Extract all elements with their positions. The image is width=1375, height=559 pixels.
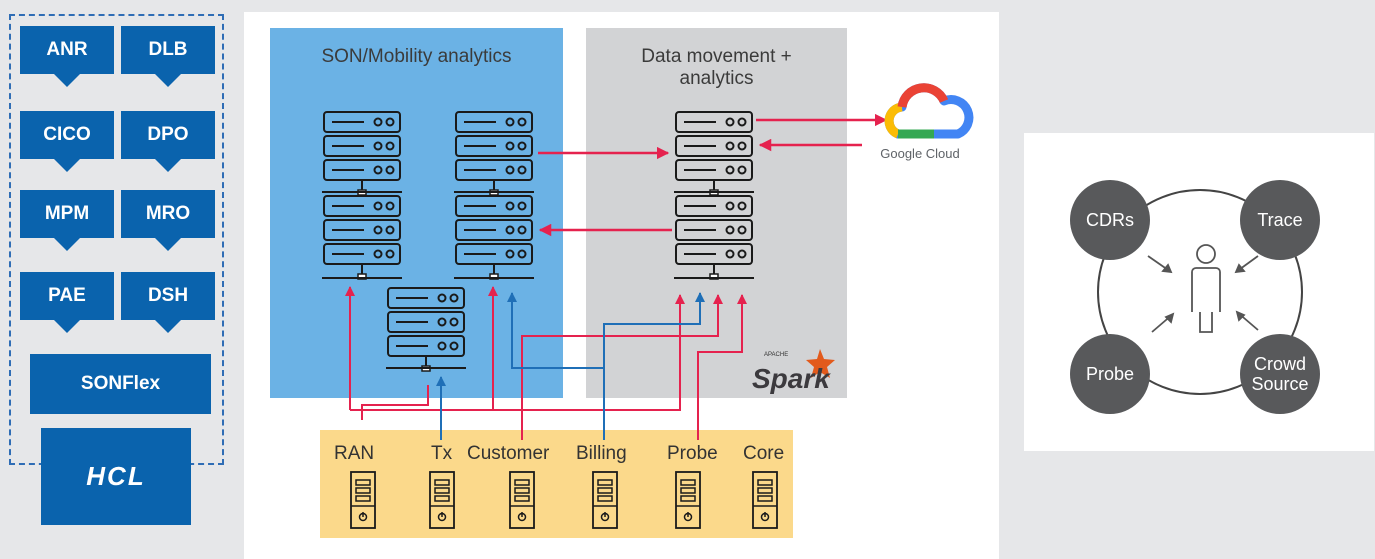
data-sources-band bbox=[320, 430, 793, 538]
red-flow-arrows bbox=[345, 113, 888, 440]
blue-flow-arrows bbox=[436, 292, 705, 440]
source-label-ran: RAN bbox=[334, 443, 375, 464]
spark-label: Spark bbox=[752, 363, 831, 394]
module-cico[interactable]: CICO bbox=[20, 111, 114, 172]
source-label-billing: Billing bbox=[576, 443, 627, 464]
spark-small-label: APACHE bbox=[764, 352, 788, 358]
module-pae[interactable]: PAE bbox=[20, 272, 114, 333]
module-mro[interactable]: MRO bbox=[121, 190, 215, 251]
node-probe: Probe bbox=[1070, 334, 1150, 414]
module-sonflex[interactable]: SONFlex bbox=[30, 354, 211, 414]
node-crowd-source: Crowd Source bbox=[1240, 334, 1320, 414]
person-icon bbox=[1191, 244, 1221, 333]
module-dlb[interactable]: DLB bbox=[121, 26, 215, 87]
source-label-core: Core bbox=[743, 443, 785, 464]
google-cloud-icon bbox=[884, 83, 974, 139]
module-mpm[interactable]: MPM bbox=[20, 190, 114, 251]
source-label-tx: Tx bbox=[431, 443, 453, 464]
module-dsh[interactable]: DSH bbox=[121, 272, 215, 333]
module-anr[interactable]: ANR bbox=[20, 26, 114, 87]
ring bbox=[1097, 189, 1303, 395]
dm-region-title-line1: Data movement + bbox=[641, 46, 792, 67]
hcl-logo: HCL bbox=[41, 428, 191, 525]
google-cloud-label: Google Cloud bbox=[880, 146, 960, 161]
module-dpo[interactable]: DPO bbox=[121, 111, 215, 172]
source-label-customer: Customer bbox=[467, 443, 550, 464]
source-label-probe: Probe bbox=[667, 443, 718, 464]
son-region-title: SON/Mobility analytics bbox=[321, 46, 512, 67]
spark-star-icon bbox=[806, 349, 835, 378]
inward-arrows bbox=[1147, 255, 1259, 333]
dm-region-title-line2: analytics bbox=[679, 68, 754, 89]
node-trace: Trace bbox=[1240, 180, 1320, 260]
dm-region-title: Data movement + analytics bbox=[586, 46, 847, 90]
node-cdrs: CDRs bbox=[1070, 180, 1150, 260]
